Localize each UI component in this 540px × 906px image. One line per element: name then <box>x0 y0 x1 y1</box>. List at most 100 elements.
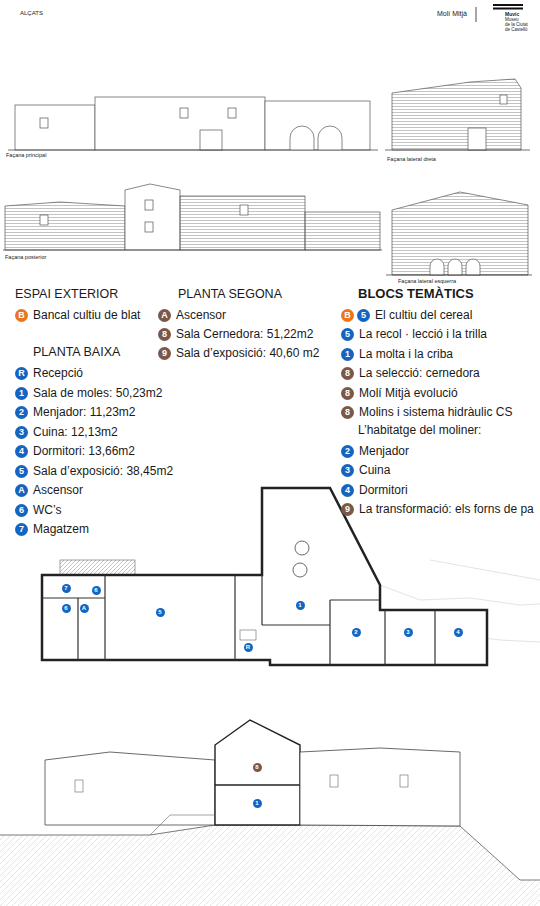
ground-line <box>386 275 532 276</box>
callout-number: 8 <box>253 763 262 772</box>
window <box>75 780 83 792</box>
legend-entry: 8Molí Mitjà evolució <box>341 386 458 400</box>
callout-number: 1 <box>341 348 354 361</box>
room-description: Dormitori: 13,66m2 <box>33 444 135 458</box>
arches <box>290 126 342 150</box>
legend-entry: 5 La recol · lecció i la trilla <box>341 327 487 341</box>
callout-number: 8 <box>341 387 354 400</box>
callout-marker: 6 <box>92 586 101 595</box>
callout-marker: 7 <box>62 584 71 593</box>
callout-marker: 2 <box>352 628 361 637</box>
stair <box>60 560 135 575</box>
callout-marker: 8 <box>253 763 262 772</box>
elevation-rear <box>3 184 382 250</box>
room-description: Dormitori <box>359 483 408 497</box>
room-description: La molta i la criba <box>359 347 453 361</box>
group-heading: ESPAI EXTERIOR <box>15 287 118 301</box>
callout-number: 3 <box>341 464 354 477</box>
window <box>330 775 338 787</box>
arches <box>430 259 480 275</box>
floor-plan <box>42 488 540 665</box>
elevation-right <box>385 79 530 150</box>
legend-entry: 7Magatzem <box>15 522 89 536</box>
callout-number: 9 <box>158 347 171 360</box>
wall <box>5 202 125 250</box>
callout-number: R <box>15 367 28 380</box>
room-description: El cultiu del cereal <box>375 308 472 322</box>
ground-line <box>0 825 540 880</box>
section <box>0 720 540 906</box>
room-description: La selecció: cernedora <box>359 366 480 380</box>
legend-entry: BBancal cultiu de blat <box>15 308 140 322</box>
callout-marker: 1 <box>253 799 262 808</box>
room-description: Sala Cernedora: 51,22m2 <box>176 327 313 341</box>
logo-mark <box>476 4 523 22</box>
room-description: Magatzem <box>33 522 89 536</box>
legend-entry: A Ascensor <box>158 308 226 322</box>
legend-entry: 4Dormitori: 13,66m2 <box>15 444 135 458</box>
callout-number: 6 <box>15 504 28 517</box>
room-description: La recol · lecció i la trilla <box>359 327 487 341</box>
callout-number: 6 <box>62 604 71 613</box>
legend-entry: 8 Sala Cernedora: 51,22m2 <box>158 327 313 341</box>
room-description: Molins i sistema hidràulic CS <box>359 405 512 419</box>
terrain-lines <box>380 560 540 642</box>
room-description: La transformació: els forns de pa <box>359 502 534 516</box>
window <box>40 118 48 128</box>
callout-marker: 4 <box>454 628 463 637</box>
room-description: WC’s <box>33 503 61 517</box>
elevation-left <box>386 192 532 275</box>
callout-number: 8 <box>341 367 354 380</box>
callout-number: 1 <box>15 387 28 400</box>
legend-entry: 2Menjador: 11,23m2 <box>15 405 136 419</box>
window <box>40 215 48 225</box>
wall <box>265 101 370 150</box>
callout-number: A <box>15 484 28 497</box>
room-description: Ascensor <box>176 308 226 322</box>
legend-entry: 1 La molta i la criba <box>341 347 453 361</box>
floor-slab <box>215 784 300 785</box>
callout-number: 1 <box>253 799 262 808</box>
callout-number: A <box>158 309 171 322</box>
wall <box>180 196 305 250</box>
logo-bar <box>493 8 523 10</box>
door <box>200 130 222 150</box>
callout-number: 5 <box>15 465 28 478</box>
callout-number: 8 <box>158 328 171 341</box>
legend-entry: RRecepció <box>15 366 83 380</box>
tower <box>125 184 180 250</box>
ramp <box>150 815 215 835</box>
callout-number: 3 <box>15 426 28 439</box>
logo-bar <box>493 4 523 6</box>
elevation-principal <box>8 97 378 150</box>
ground-line <box>8 150 378 151</box>
callout-number: 2 <box>352 628 361 637</box>
room-description: Bancal cultiu de blat <box>33 308 140 322</box>
elevation-caption: Façana posterior <box>5 254 46 260</box>
legend-entry: 8 La selecció: cernedora <box>341 366 480 380</box>
wall <box>392 79 521 150</box>
callout-number: B <box>341 309 354 322</box>
lift <box>240 630 256 640</box>
callout-marker: 3 <box>404 628 413 637</box>
callout-marker: 1 <box>296 601 305 610</box>
legend-entry: 3Cuina: 12,13m2 <box>15 425 118 439</box>
callout-number: 5 <box>341 328 354 341</box>
callout-marker: R <box>244 643 253 652</box>
room-description: Menjador: 11,23m2 <box>33 405 136 419</box>
callout-number: 5 <box>156 608 165 617</box>
window <box>145 222 153 232</box>
room-description: Sala de moles: 50,23m2 <box>33 386 162 400</box>
callout-number: 7 <box>62 584 71 593</box>
callout-number: 2 <box>341 445 354 458</box>
legend-entry: 6 WC’s <box>15 503 61 517</box>
wall <box>392 192 528 275</box>
callout-number: 4 <box>341 484 354 497</box>
wall <box>95 97 265 150</box>
legend-entry: 8Molins i sistema hidràulic CS <box>341 405 512 419</box>
window <box>500 95 507 104</box>
callout-number: 9 <box>341 503 354 516</box>
project-name: Molí Mitjà <box>437 10 467 18</box>
room-description: Sala d’exposició: 38,45m2 <box>33 464 173 478</box>
